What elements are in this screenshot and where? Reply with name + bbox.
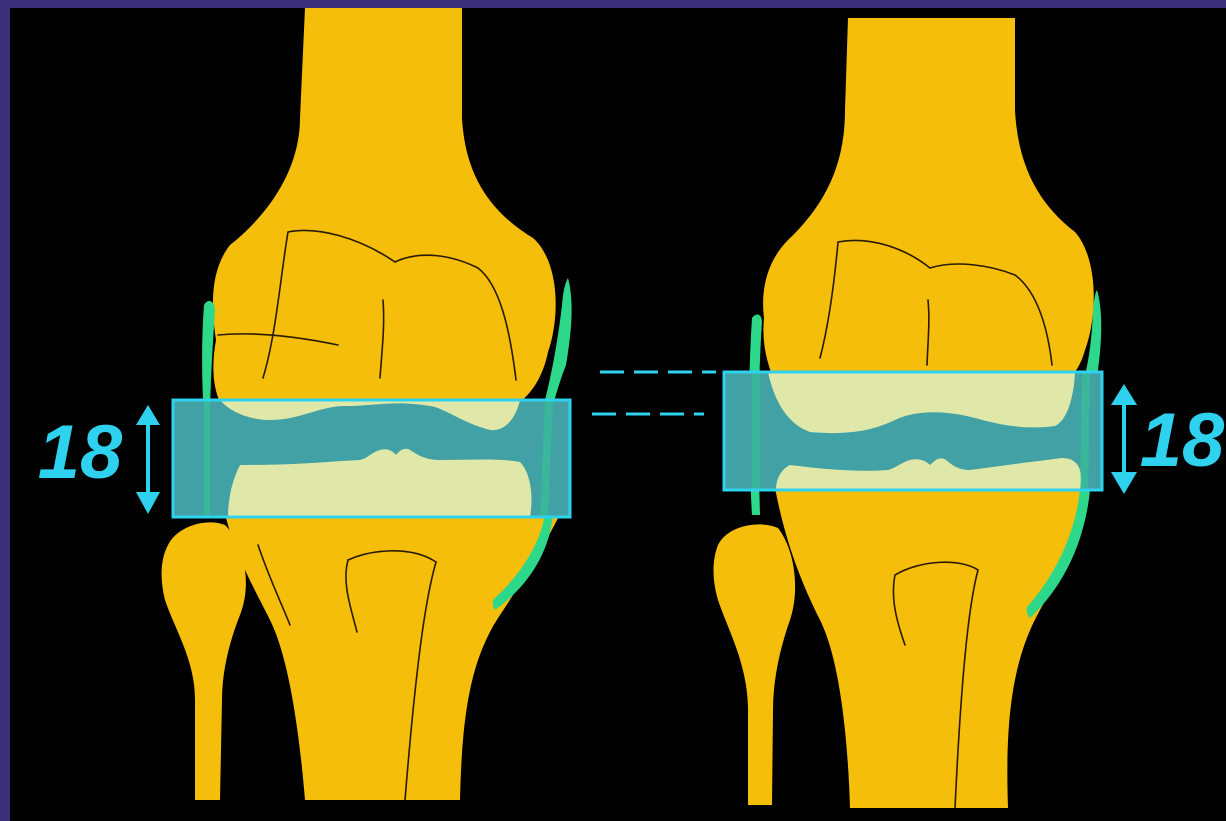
left-measurement-box bbox=[173, 400, 570, 517]
right-measurement-label: 18 bbox=[1140, 398, 1225, 483]
left-box-outline bbox=[173, 400, 570, 517]
right-box-outline bbox=[724, 372, 1102, 490]
left-measurement-label: 18 bbox=[38, 410, 123, 495]
right-measurement-box bbox=[724, 372, 1102, 490]
